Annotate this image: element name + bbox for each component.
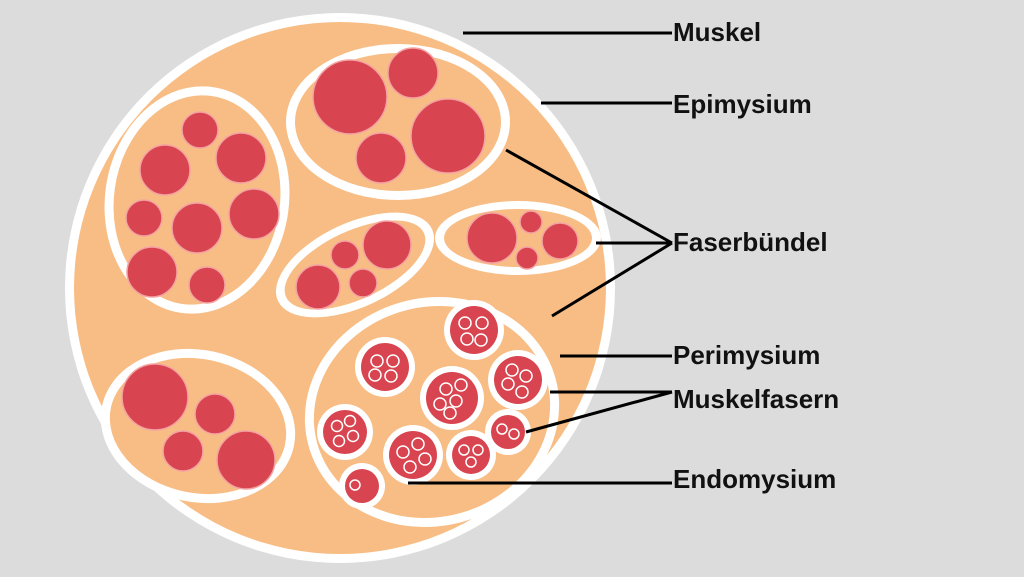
label-muskelfasern: Muskelfasern — [673, 384, 840, 414]
fiber-bundle-left — [104, 86, 290, 314]
label-perimysium: Perimysium — [673, 340, 821, 370]
fiber-bundle-top — [286, 44, 510, 200]
muscle-fiber-3 — [420, 366, 484, 430]
muscle-fiber-2 — [355, 337, 415, 397]
muscle-fiber-6 — [383, 425, 443, 485]
muscle-fiber-9 — [339, 463, 385, 509]
fiber-bundle-right — [435, 201, 601, 275]
label-endomysium: Endomysium — [673, 464, 837, 494]
fiber-bundle-detailed — [304, 297, 560, 527]
leader-line-muskelfasern-2 — [525, 390, 673, 434]
leader-lines — [408, 31, 673, 485]
label-muskel: Muskel — [673, 17, 762, 47]
muscle-fiber-4 — [488, 350, 548, 410]
leader-line-faserbuendel-1 — [505, 148, 673, 245]
muscle-fiber-5 — [317, 404, 373, 460]
label-faserbuendel: Faserbündel — [673, 227, 828, 257]
muscle-fiber-8 — [485, 409, 531, 455]
fiber-bundle-bottom-left — [100, 348, 296, 504]
muscle-fiber-1 — [444, 300, 504, 360]
label-epimysium: Epimysium — [673, 89, 812, 119]
muscle-fiber-7 — [446, 430, 496, 480]
fiber-bundle-middle — [275, 212, 435, 318]
leader-line-faserbuendel-3 — [551, 241, 673, 318]
